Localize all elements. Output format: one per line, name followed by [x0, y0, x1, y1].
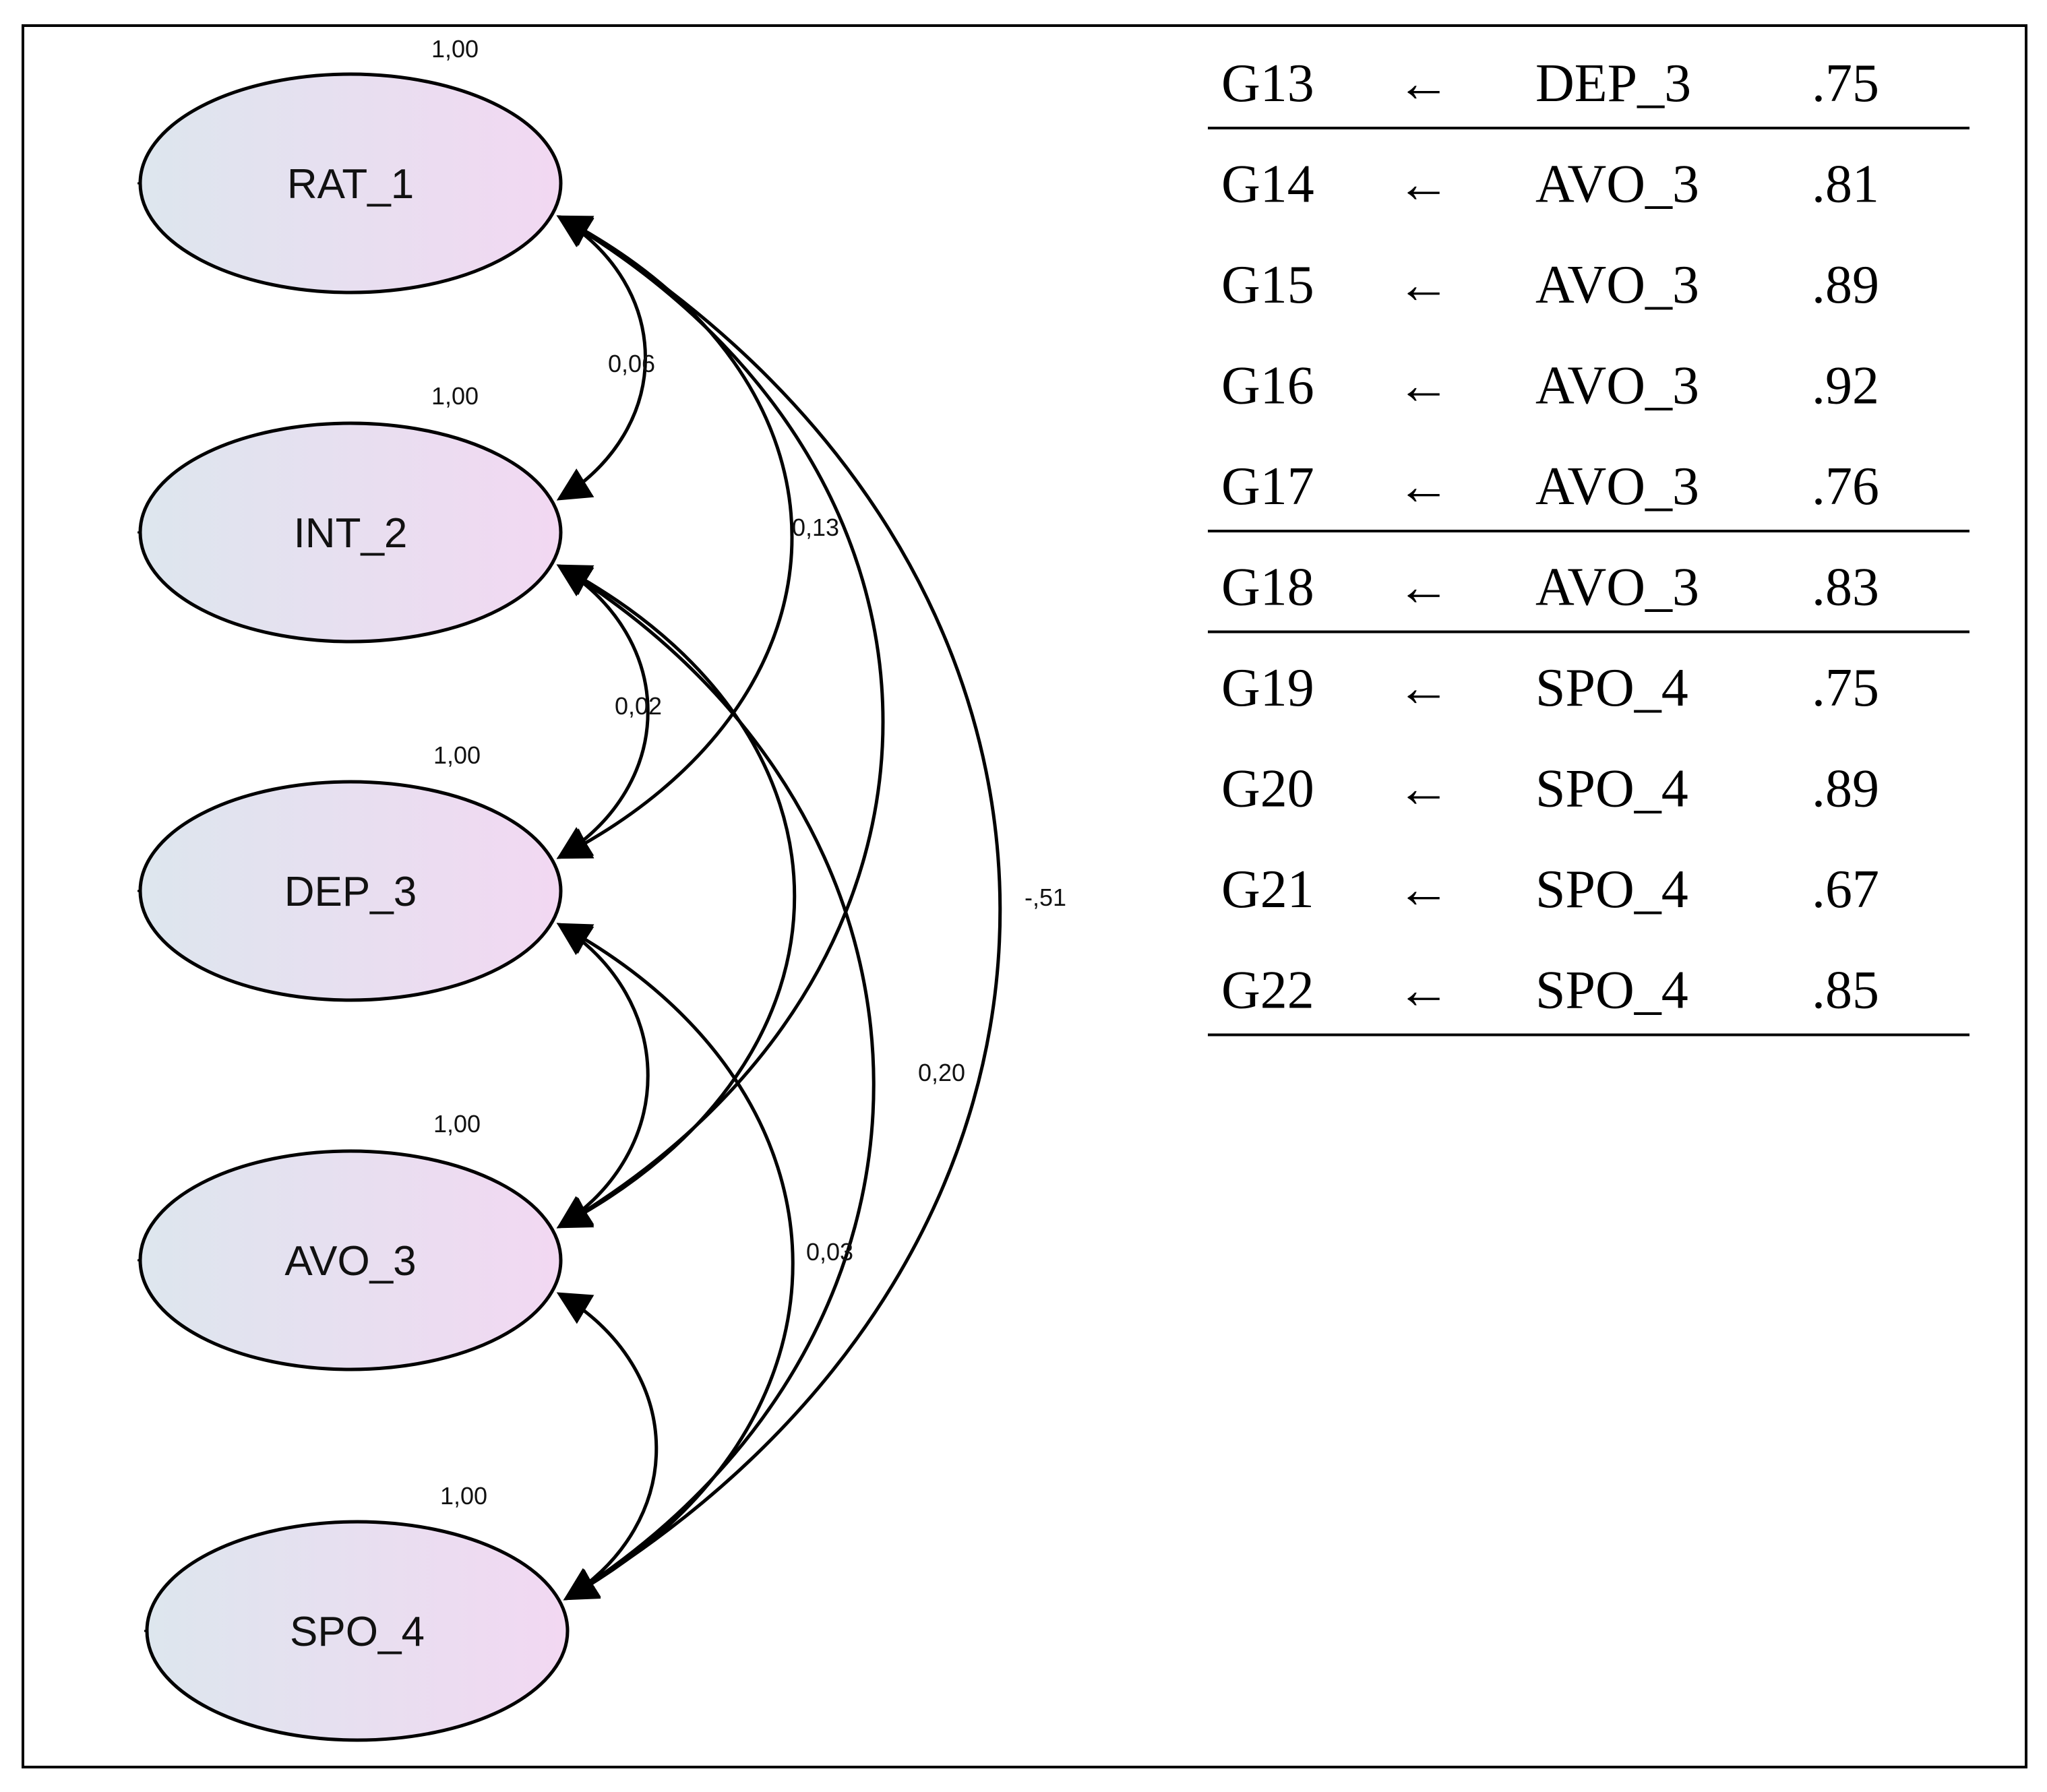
table-row: G21 ← SPO_4 .67: [1221, 860, 1879, 919]
left-arrow-icon: ←: [1397, 255, 1450, 315]
latent-layer: RAT_11,00INT_21,00DEP_31,00AVO_31,00SPO_…: [138, 35, 570, 1742]
table-row: G20 ← SPO_4 .89: [1221, 760, 1879, 819]
variance-label: 1,00: [440, 1482, 487, 1510]
left-arrow-icon: ←: [1397, 961, 1450, 1020]
covariance-arc-rat_1-dep_3: [556, 215, 794, 859]
loading-cell: .76: [1812, 457, 1879, 516]
variance-label: 1,00: [431, 382, 479, 410]
table-row: G16 ← AVO_3 .92: [1221, 357, 1879, 416]
item-cell: G20: [1221, 760, 1314, 819]
covariance-label: 0,13: [792, 514, 839, 541]
covariance-label: -,51: [1025, 884, 1066, 911]
left-arrow-icon: ←: [1397, 54, 1450, 113]
loading-cell: .67: [1812, 860, 1879, 919]
factor-cell: SPO_4: [1535, 860, 1688, 919]
covariance-label: 0,20: [918, 1059, 965, 1086]
latent-spo_4: SPO_4 1,00: [144, 1482, 570, 1742]
loading-cell: .89: [1812, 255, 1879, 315]
covariance-arc-int_2-avo_3: [556, 564, 797, 1229]
latent-label: RAT_1: [287, 161, 414, 208]
item-cell: G22: [1221, 961, 1314, 1020]
latent-ellipse: [138, 780, 563, 1002]
loadings-table: G13←DEP_3.75G14←AVO_3.81G15←AVO_3.89G16←…: [1208, 54, 1969, 1037]
covariance-label: 0,06: [608, 350, 655, 377]
item-cell: G18: [1221, 558, 1314, 617]
item-cell: G15: [1221, 255, 1314, 315]
covariance-arc-rat_1-spo_4: [556, 215, 1002, 1601]
factor-cell: AVO_3: [1535, 155, 1699, 214]
covariance-arc-int_2-spo_4: [556, 564, 876, 1601]
variance-label: 1,00: [433, 741, 481, 769]
left-arrow-icon: ←: [1397, 860, 1450, 919]
item-cell: G13: [1221, 54, 1314, 113]
left-arrow-icon: ←: [1397, 558, 1450, 617]
loading-cell: .75: [1812, 54, 1879, 113]
table-row: G17 ← AVO_3 .76: [1221, 457, 1879, 516]
covariance-arc-dep_3-avo_3: [556, 923, 650, 1229]
latent-int_2: INT_2 1,00: [138, 382, 563, 644]
covariance-label: 0,03: [806, 1238, 853, 1266]
left-arrow-icon: ←: [1397, 457, 1450, 516]
covariance-arc-rat_1-avo_3: [556, 215, 885, 1229]
covariance-arc-dep_3-spo_4: [556, 923, 795, 1601]
loading-cell: .92: [1812, 357, 1879, 416]
loading-cell: .83: [1812, 558, 1879, 617]
factor-cell: AVO_3: [1535, 457, 1699, 516]
loading-cell: .81: [1812, 155, 1879, 214]
table-row: G22 ← SPO_4 .85: [1221, 961, 1879, 1020]
table-row: G18 ← AVO_3 .83: [1221, 558, 1879, 617]
latent-ellipse: [138, 1149, 563, 1371]
latent-label: DEP_3: [284, 869, 417, 915]
latent-label: INT_2: [294, 510, 408, 557]
loading-cell: .89: [1812, 760, 1879, 819]
covariance-arc-avo_3-spo_4: [556, 1292, 659, 1601]
item-cell: G17: [1221, 457, 1314, 516]
item-cell: G19: [1221, 658, 1314, 718]
factor-cell: AVO_3: [1535, 255, 1699, 315]
variance-label: 1,00: [433, 1110, 481, 1138]
covariance-label: 0,02: [615, 692, 662, 720]
factor-cell: AVO_3: [1535, 558, 1699, 617]
covariance-arc-int_2-dep_3: [556, 564, 650, 859]
latent-avo_3: AVO_3 1,00: [138, 1110, 563, 1371]
latent-label: SPO_4: [290, 1609, 425, 1655]
table-row: G14 ← AVO_3 .81: [1221, 155, 1879, 214]
covariance-layer: 0,06 0,13 -,51 0,02 0,20 0,03: [556, 215, 1066, 1601]
factor-cell: SPO_4: [1535, 961, 1688, 1020]
table-row: G15 ← AVO_3 .89: [1221, 255, 1879, 315]
item-cell: G21: [1221, 860, 1314, 919]
factor-cell: AVO_3: [1535, 357, 1699, 416]
factor-cell: SPO_4: [1535, 658, 1688, 718]
latent-ellipse: [138, 421, 563, 644]
latent-ellipse: [138, 72, 563, 295]
factor-cell: SPO_4: [1535, 760, 1688, 819]
factor-cell: DEP_3: [1535, 54, 1691, 113]
variance-label: 1,00: [431, 35, 479, 63]
table-row: G19 ← SPO_4 .75: [1221, 658, 1879, 718]
latent-rat_1: RAT_1 1,00: [138, 35, 563, 295]
latent-label: AVO_3: [284, 1238, 416, 1285]
loading-cell: .75: [1812, 658, 1879, 718]
left-arrow-icon: ←: [1397, 357, 1450, 416]
left-arrow-icon: ←: [1397, 658, 1450, 718]
latent-ellipse: [145, 1520, 570, 1742]
loading-cell: .85: [1812, 961, 1879, 1020]
item-cell: G14: [1221, 155, 1314, 214]
item-cell: G16: [1221, 357, 1314, 416]
latent-dep_3: DEP_3 1,00: [138, 741, 563, 1002]
left-arrow-icon: ←: [1397, 155, 1450, 214]
left-arrow-icon: ←: [1397, 760, 1450, 819]
table-row: G13 ← DEP_3 .75: [1221, 54, 1879, 113]
